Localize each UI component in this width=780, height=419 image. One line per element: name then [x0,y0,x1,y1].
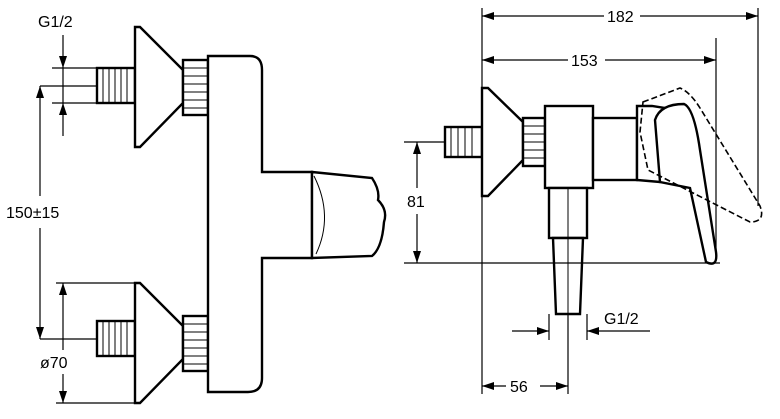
label-body-depth: 153 [571,53,598,70]
label-distance: 150±15 [6,205,59,222]
upper-inlet-thread [95,66,137,105]
label-diameter: ø70 [40,355,68,372]
outlet-cap [310,170,387,260]
side-outlet-pipe [547,186,589,316]
front-dimensions: G1/2 150±15 ø70 [6,14,135,404]
side-rosette [480,86,525,198]
side-lever [653,102,718,265]
upper-rosette [133,25,185,149]
side-view [443,86,763,316]
label-total-depth: 182 [607,9,634,26]
label-offset: 56 [510,379,528,396]
lower-nut [181,314,210,373]
lower-inlet-thread [95,319,137,358]
side-nut [521,116,547,168]
side-dimensions: 182 153 81 G1/2 56 [404,8,759,396]
upper-nut [181,58,210,117]
lower-rosette [133,281,185,405]
mixer-body [206,54,314,394]
label-height: 81 [407,194,425,211]
side-body [543,104,595,190]
label-thread-outlet: G1/2 [604,311,639,328]
front-view [95,25,387,405]
side-inlet-thread [443,125,484,159]
side-lever-open-position [639,87,763,223]
label-thread-top: G1/2 [38,14,73,31]
